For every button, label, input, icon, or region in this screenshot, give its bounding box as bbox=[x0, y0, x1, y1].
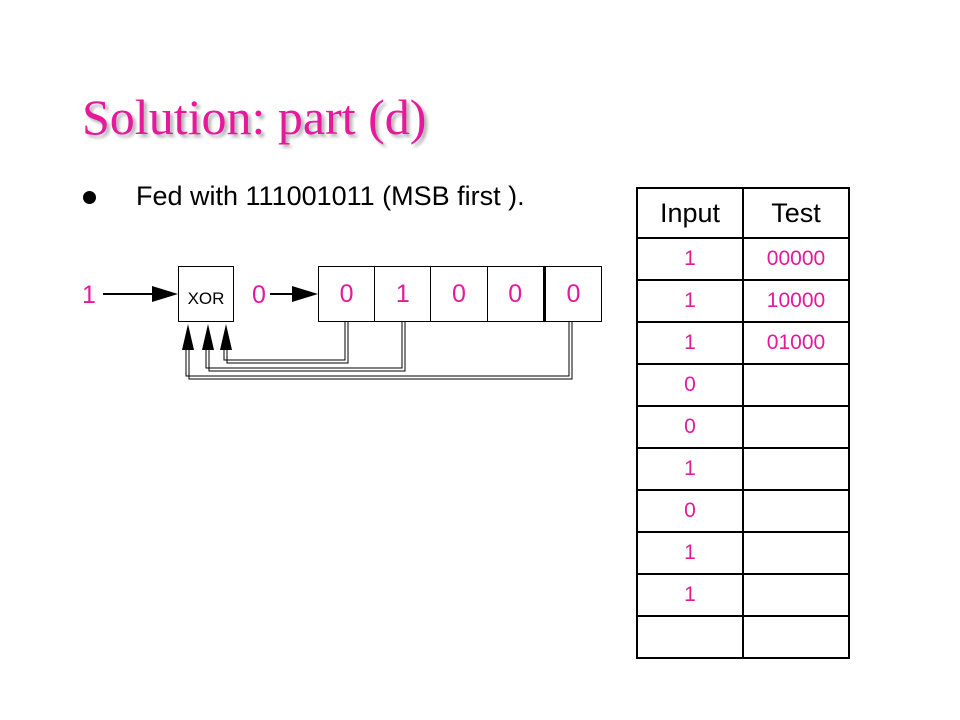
input-cell: 1 bbox=[636, 573, 744, 617]
table-row: 1 bbox=[636, 573, 850, 617]
test-cell bbox=[742, 405, 850, 449]
table-row: 1 bbox=[636, 447, 850, 491]
feedback-wire-3 bbox=[185, 322, 573, 380]
bullet-dot-icon bbox=[83, 191, 96, 204]
feedback-arrowhead-2 bbox=[202, 324, 214, 350]
feedback-arrowhead-1 bbox=[220, 324, 232, 350]
input-value: 1 bbox=[82, 281, 96, 309]
test-cell: 01000 bbox=[742, 321, 850, 365]
feedback-wire-2 bbox=[205, 322, 406, 372]
slide-title: Solution: part (d) bbox=[82, 89, 427, 145]
table-row bbox=[636, 615, 850, 659]
table-row: 1 bbox=[636, 531, 850, 575]
input-cell: 1 bbox=[636, 531, 744, 575]
header-test: Test bbox=[742, 187, 850, 239]
bullet-text: Fed with 111001011 (MSB first ). bbox=[136, 181, 525, 211]
input-cell: 1 bbox=[636, 447, 744, 491]
test-cell bbox=[742, 489, 850, 533]
test-cell bbox=[742, 615, 850, 659]
input-cell: 0 bbox=[636, 489, 744, 533]
feedback-arrowhead-3 bbox=[182, 324, 194, 350]
register-cell-3: 0 bbox=[430, 267, 486, 321]
xor-output-arrowhead bbox=[292, 286, 318, 302]
input-cell: 0 bbox=[636, 405, 744, 449]
register-cell-4: 0 bbox=[486, 267, 543, 321]
test-cell bbox=[742, 363, 850, 407]
table-header-row: Input Test bbox=[636, 187, 850, 239]
xor-label: XOR bbox=[187, 289, 225, 308]
test-cell bbox=[742, 573, 850, 617]
input-cell: 1 bbox=[636, 279, 744, 323]
xor-output-value: 0 bbox=[252, 281, 266, 309]
table-row: 0 bbox=[636, 363, 850, 407]
test-cell bbox=[742, 447, 850, 491]
shift-register: 0 1 0 0 0 bbox=[318, 266, 602, 322]
feedback-wire-1 bbox=[223, 322, 349, 364]
input-cell: 0 bbox=[636, 363, 744, 407]
input-cell: 1 bbox=[636, 321, 744, 365]
table-row: 0 bbox=[636, 489, 850, 533]
xor-gate: XOR bbox=[178, 266, 234, 322]
header-input: Input bbox=[636, 187, 744, 239]
test-cell: 10000 bbox=[742, 279, 850, 323]
register-cell-1: 0 bbox=[339, 279, 354, 308]
input-arrowhead bbox=[152, 286, 178, 302]
test-cell bbox=[742, 531, 850, 575]
input-cell: 1 bbox=[636, 237, 744, 281]
register-cell-2: 1 bbox=[374, 267, 430, 321]
test-cell: 00000 bbox=[742, 237, 850, 281]
table-row: 0 bbox=[636, 405, 850, 449]
register-cell-5: 0 bbox=[542, 267, 601, 321]
input-cell bbox=[636, 615, 744, 659]
